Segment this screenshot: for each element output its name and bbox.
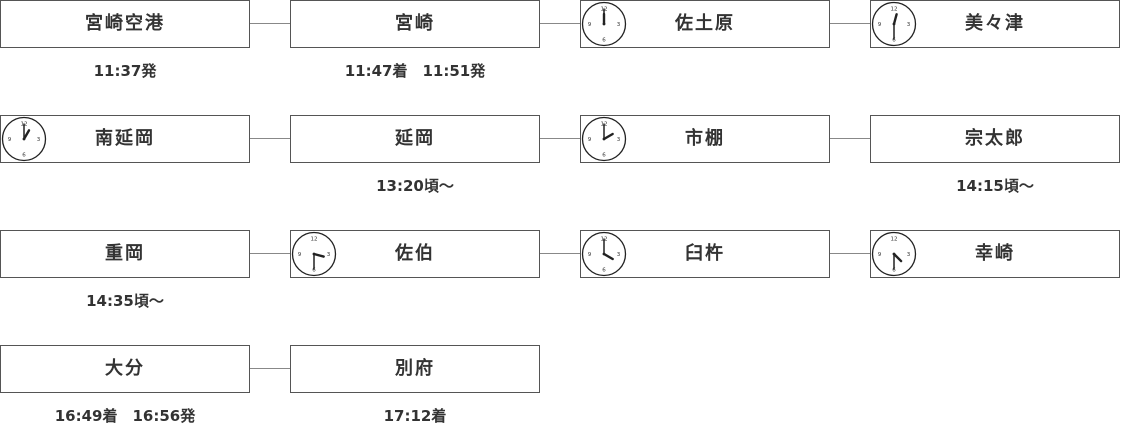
clock-number: 6 — [312, 268, 316, 274]
clock-hub — [602, 252, 606, 256]
route-connector — [830, 138, 870, 139]
clock-number: 12 — [891, 7, 898, 13]
route-connector — [250, 138, 290, 139]
clock-number: 9 — [588, 137, 592, 143]
station-box: 宮崎 — [290, 0, 540, 48]
station-box: 大分 — [0, 345, 250, 393]
clock-hour-hand — [602, 252, 614, 261]
clock-number: 6 — [602, 153, 606, 159]
route-connector — [830, 23, 870, 24]
clock-number: 3 — [617, 22, 621, 28]
station-name: 別府 — [395, 358, 435, 379]
route-connector — [250, 253, 290, 254]
clock-icon: 12 3 6 9 — [291, 231, 337, 277]
clock-number: 3 — [617, 252, 621, 258]
station-name: 大分 — [105, 358, 145, 379]
station-box: 宗太郎 — [870, 115, 1120, 163]
clock-number: 9 — [8, 137, 12, 143]
clock-number: 3 — [907, 252, 911, 258]
route-connector — [540, 138, 580, 139]
station-time: 13:20頃～ — [376, 177, 454, 195]
station-time: 14:35頃～ — [86, 292, 164, 310]
station-name: 美々津 — [965, 13, 1025, 34]
clock-hub — [602, 137, 606, 141]
station-box: 幸崎 12 3 6 9 — [870, 230, 1120, 278]
station-box: 南延岡12369 — [0, 115, 250, 163]
station-box: 佐土原12369 — [580, 0, 830, 48]
route-connector — [250, 23, 290, 24]
clock-number: 6 — [892, 268, 896, 274]
station-name: 宗太郎 — [965, 128, 1025, 149]
station-name: 南延岡 — [95, 128, 155, 149]
station-time: 17:12着 — [383, 407, 447, 425]
clock-number: 9 — [588, 252, 592, 258]
clock-number: 12 — [891, 237, 898, 243]
station-name: 臼杵 — [685, 243, 725, 264]
clock-number: 3 — [617, 137, 621, 143]
clock-hub — [22, 137, 26, 141]
station-name: 延岡 — [395, 128, 435, 149]
station-box: 延岡 — [290, 115, 540, 163]
station-box: 宮崎空港 — [0, 0, 250, 48]
station-box: 臼杵12369 — [580, 230, 830, 278]
clock-number: 6 — [22, 153, 26, 159]
station-box: 佐伯 12 3 6 9 — [290, 230, 540, 278]
route-connector — [540, 23, 580, 24]
clock-number: 6 — [602, 268, 606, 274]
clock-icon: 12 3 6 9 — [871, 1, 917, 47]
clock-hub — [312, 252, 316, 256]
station-box: 美々津 12 3 6 9 — [870, 0, 1120, 48]
clock-number: 6 — [602, 38, 606, 44]
clock-hour-hand — [892, 252, 903, 263]
station-time: 16:49着 16:56発 — [54, 407, 196, 425]
station-time: 14:15頃～ — [956, 177, 1034, 195]
station-box: 重岡 — [0, 230, 250, 278]
station-name: 佐伯 — [395, 243, 435, 264]
clock-number: 12 — [311, 237, 318, 243]
clock-hour-hand — [312, 252, 325, 258]
station-name: 市棚 — [685, 128, 725, 149]
station-box: 別府 — [290, 345, 540, 393]
station-time: 11:37発 — [93, 62, 157, 80]
clock-number: 3 — [37, 137, 41, 143]
clock-number: 3 — [907, 22, 911, 28]
clock-number: 9 — [298, 252, 302, 258]
clock-hub — [602, 22, 606, 26]
clock-number: 9 — [878, 252, 882, 258]
clock-icon: 12 3 6 9 — [871, 231, 917, 277]
route-connector — [540, 253, 580, 254]
station-name: 重岡 — [105, 243, 145, 264]
route-connector — [830, 253, 870, 254]
station-name: 宮崎空港 — [85, 13, 165, 34]
route-connector — [250, 368, 290, 369]
clock-hub — [892, 252, 896, 256]
clock-number: 9 — [588, 22, 592, 28]
station-time: 11:47着 11:51発 — [344, 62, 486, 80]
clock-hour-hand — [892, 13, 898, 26]
station-box: 市棚12369 — [580, 115, 830, 163]
clock-hour-hand — [602, 132, 614, 141]
station-name: 宮崎 — [395, 13, 435, 34]
station-name: 佐土原 — [675, 13, 735, 34]
clock-hub — [892, 22, 896, 26]
clock-number: 3 — [327, 252, 331, 258]
station-name: 幸崎 — [975, 243, 1015, 264]
clock-hour-hand — [22, 129, 31, 141]
clock-number: 6 — [892, 38, 896, 44]
clock-number: 9 — [878, 22, 882, 28]
